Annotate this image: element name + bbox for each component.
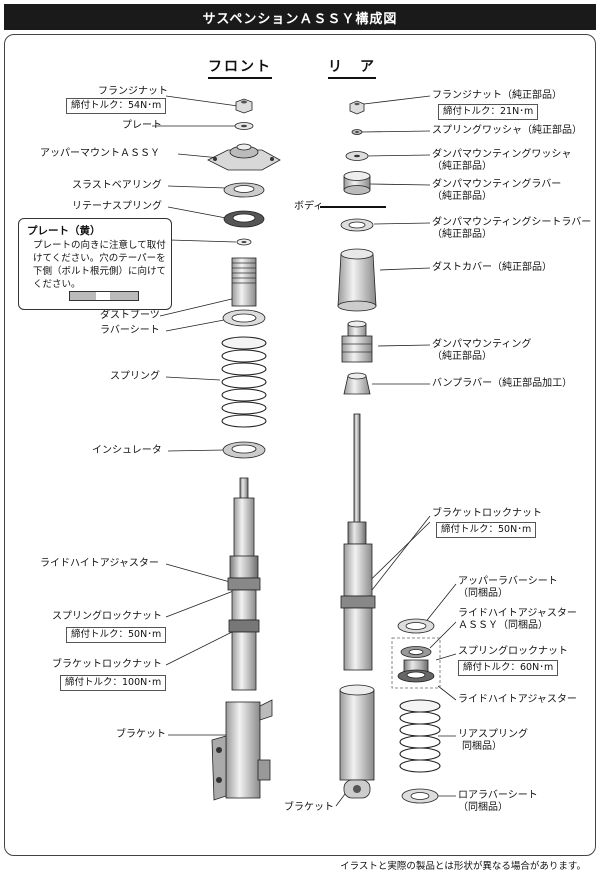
thrust-bearing-icon [223,182,265,198]
label-rear-bracket-lock-nut: ブラケットロックナット [432,508,542,519]
rear-flange-nut-icon [349,100,365,115]
label-rear-bracket: ブラケット [284,802,334,813]
seat-rubber-icon [340,218,374,232]
insulator-icon [222,441,266,459]
torque-front-spring-lock-nut: 締付トルク：50N･m [66,627,167,643]
label-front-spring-lock-nut: スプリングロックナット [52,611,162,622]
front-spring-icon [221,336,267,428]
label-damper-mounting-washer-sub: （純正部品） [432,161,492,172]
label-bump-rubber: バンプラバー（純正部品加工） [432,378,573,389]
bump-rubber-icon [343,372,371,395]
label-damper-mounting: ダンパマウンティング [432,339,532,350]
adjuster-assy-box [391,637,441,689]
rear-spring-icon [399,699,441,773]
label-rear-spring-sub: 同梱品） [462,741,502,752]
note-text: プレートの向きに注意して取付けてください。穴のテーパーを下側（ボルト根元側）に向… [33,240,167,290]
label-spring-washer: スプリングワッシャ（純正部品） [432,125,582,136]
label-rear-ride-height-adjuster: ライドハイトアジャスター [458,694,577,705]
label-front-plate: プレート [122,120,162,131]
front-plate-icon [234,122,254,130]
label-lower-rubber-seat: ロアラバーシート [458,790,538,801]
label-damper-mounting-rubber-sub: （純正部品） [432,191,492,202]
label-rear-spring-lock-nut: スプリングロックナット [458,646,568,657]
label-seat-rubber: ダンパマウンティングシートラバー [432,217,592,228]
page-title: サスペンションＡＳＳＹ構成図 [4,4,596,30]
front-flange-nut-icon [235,98,253,114]
label-front-ride-height-adjuster: ライドハイトアジャスター [40,558,159,569]
label-retainer-spring: リテーナスプリング [72,201,162,212]
torque-front-bracket-lock-nut: 締付トルク：100N･m [60,675,167,691]
rear-ride-height-adjuster-icon [397,646,435,683]
torque-rear-flange-nut: 締付トルク：21N･m [438,104,539,120]
lower-rubber-seat-icon [401,788,439,804]
dust-cover-icon [337,248,377,312]
label-upper-rubber-seat-sub: （同梱品） [458,588,508,599]
label-seat-rubber-sub: （純正部品） [432,229,492,240]
front-header: フロント [208,56,272,79]
rear-header: リ ア [328,56,376,79]
yellow-plate-icon [236,238,252,246]
note-title: プレート（黄） [27,225,101,237]
label-dust-boot: ダストブーツ [100,310,160,321]
front-damper-icon [227,477,261,691]
torque-front-flange-nut: 締付トルク：54N･m [66,98,167,114]
label-lower-rubber-seat-sub: （同梱品） [458,802,508,813]
label-thrust-bearing: スラストベアリング [72,180,162,191]
upper-rubber-seat-icon [397,618,435,634]
rear-damper-icon [340,413,376,671]
damper-mounting-rubber-icon [343,171,371,195]
label-front-bracket-lock-nut: ブラケットロックナット [52,659,162,670]
label-spring: スプリング [110,371,160,382]
label-rear-spring: リアスプリング [458,729,528,740]
label-ride-height-adjuster-assy: ライドハイトアジャスター [458,608,577,619]
rubber-sheet-icon [222,309,266,327]
label-damper-mounting-sub: （純正部品） [432,351,492,362]
label-rubber-sheet: ラバーシート [100,325,160,336]
label-rear-flange-nut: フランジナット（純正部品） [432,90,562,101]
label-damper-mounting-rubber: ダンパマウンティングラバー [432,179,562,190]
footer-note: イラストと実際の製品とは形状が異なる場合があります。 [340,861,586,872]
upper-mount-icon [207,143,281,171]
spring-washer-icon [351,129,363,135]
torque-rear-spring-lock-nut: 締付トルク：60N･m [458,660,559,676]
label-front-bracket: ブラケット [116,729,166,740]
plate-note-box: プレート（黄） プレートの向きに注意して取付けてください。穴のテーパーを下側（ボ… [18,218,172,310]
damper-mounting-washer-icon [345,151,369,161]
front-bracket-icon [211,699,273,801]
retainer-spring-icon [223,210,265,228]
label-body: ボディ [294,201,324,212]
label-ride-height-adjuster-assy-sub: ＡＳＳＹ（同梱品） [458,620,548,631]
damper-mounting-icon [341,320,373,363]
label-dust-cover: ダストカバー（純正部品） [432,262,552,273]
dust-boot-icon [231,257,257,307]
torque-rear-bracket-lock-nut: 締付トルク：50N･m [436,522,537,538]
label-insulator: インシュレータ [92,445,162,456]
label-upper-mount: アッパーマウントＡＳＳＹ [40,148,160,159]
label-upper-rubber-seat: アッパーラバーシート [458,576,558,587]
plate-orientation-icon [69,291,139,301]
diagram-frame [4,34,596,856]
rear-bracket-icon [339,684,375,799]
label-damper-mounting-washer: ダンパマウンティングワッシャ [432,149,572,160]
label-front-flange-nut: フランジナット [98,86,168,97]
